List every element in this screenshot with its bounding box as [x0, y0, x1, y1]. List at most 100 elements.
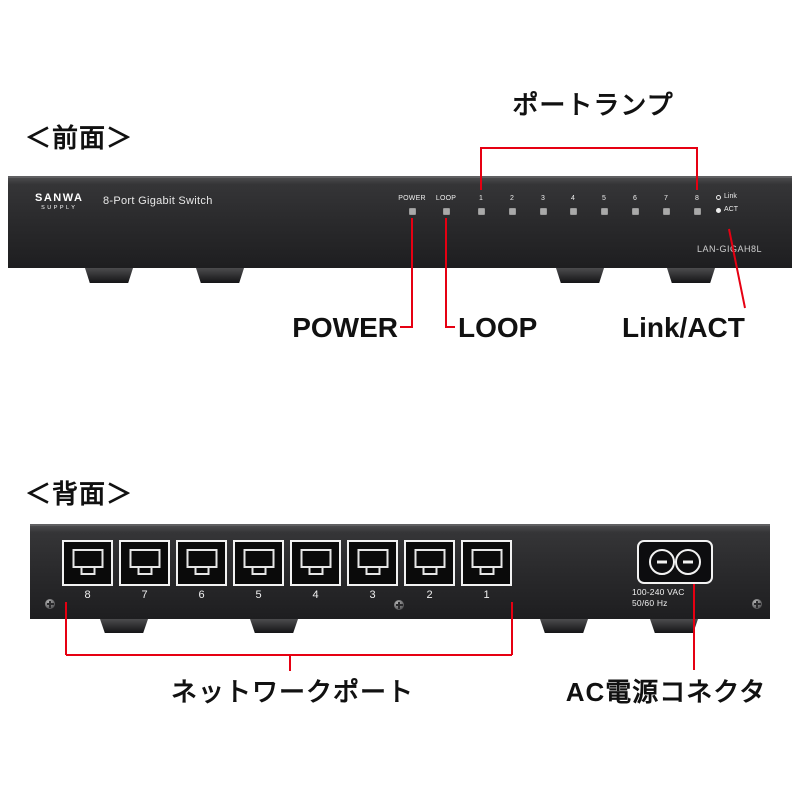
- rj45-notch-shape: [308, 566, 323, 575]
- ac-slot-icon: [657, 560, 667, 564]
- port-number: 1: [483, 589, 490, 601]
- port-led-icon: [631, 208, 639, 215]
- port-led-icon: [693, 208, 701, 215]
- rj45-jack-shape: [414, 549, 445, 568]
- power-led-icon: [408, 208, 416, 215]
- power-callout-label: POWER: [292, 312, 398, 343]
- legend-act-label: ACT: [724, 206, 738, 213]
- led-column-port-7: 7: [646, 194, 686, 215]
- back-section-label: ＜背面＞: [25, 479, 134, 509]
- rj45-port-7: [119, 540, 170, 586]
- product-name: 8-Port Gigabit Switch: [103, 195, 213, 207]
- rj45-port-1: [461, 540, 512, 586]
- port-led-icon: [508, 208, 516, 215]
- rubber-foot: [196, 268, 244, 283]
- rubber-foot: [667, 268, 715, 283]
- legend-act-row: ACT: [716, 206, 738, 214]
- sanwa-logo: SANWA SUPPLY: [35, 193, 83, 212]
- rj45-port-4: [290, 540, 341, 586]
- port-led-label: 8: [694, 195, 700, 202]
- rubber-foot: [556, 268, 604, 283]
- port-led-label: 6: [632, 195, 638, 202]
- rubber-foot: [650, 619, 698, 633]
- rubber-foot: [540, 619, 588, 633]
- rj45-jack-shape: [357, 549, 388, 568]
- rj45-notch-shape: [479, 566, 494, 575]
- led-column-port-8: 8: [677, 194, 717, 215]
- rj45-port-8: [62, 540, 113, 586]
- screw-icon: [752, 599, 762, 609]
- link-act-callout-label: Link/ACT: [622, 312, 745, 343]
- rubber-foot: [250, 619, 298, 633]
- port-led-label: 4: [570, 195, 576, 202]
- rj45-port-2: [404, 540, 455, 586]
- logo-line1: SANWA: [35, 192, 84, 204]
- port-number: 2: [426, 589, 433, 601]
- ac-power-inlet: [637, 540, 713, 584]
- port-led-icon: [662, 208, 670, 215]
- power-led-label: POWER: [398, 195, 426, 202]
- link-circle-icon: [716, 194, 721, 200]
- rj45-jack-shape: [243, 549, 274, 568]
- logo-line2: SUPPLY: [41, 205, 78, 211]
- led-column-port-4: 4: [553, 194, 593, 215]
- port-number: 5: [255, 589, 262, 601]
- act-circle-icon: [716, 207, 721, 213]
- port-led-icon: [600, 208, 608, 215]
- rj45-port-6: [176, 540, 227, 586]
- port-lamp-callout-label: ポートランプ: [512, 90, 674, 120]
- rj45-jack-shape: [471, 549, 502, 568]
- front-panel: SANWA SUPPLY 8-Port Gigabit Switch POWER…: [8, 176, 792, 268]
- legend-link-label: Link: [724, 193, 737, 200]
- port-led-icon: [569, 208, 577, 215]
- ac-hole-icon: [675, 549, 701, 575]
- ac-rating-text: 100-240 VAC 50/60 Hz: [632, 587, 685, 609]
- rj45-port-5: [233, 540, 284, 586]
- rubber-foot: [85, 268, 133, 283]
- rj45-notch-shape: [137, 566, 152, 575]
- rubber-foot: [100, 619, 148, 633]
- link-act-legend: Link ACT: [716, 193, 738, 214]
- port-led-label: 1: [478, 195, 484, 202]
- led-column-loop: LOOP: [426, 194, 466, 215]
- ac-hole-icon: [649, 549, 675, 575]
- rj45-notch-shape: [365, 566, 380, 575]
- port-number: 4: [312, 589, 319, 601]
- network-ports-callout-label: ネットワークポート: [170, 677, 414, 707]
- rj45-port-3: [347, 540, 398, 586]
- rj45-notch-shape: [80, 566, 95, 575]
- screw-icon: [394, 600, 404, 610]
- rj45-notch-shape: [251, 566, 266, 575]
- loop-led-icon: [442, 208, 450, 215]
- rj45-notch-shape: [422, 566, 437, 575]
- rj45-jack-shape: [72, 549, 103, 568]
- ac-rating-line2: 50/60 Hz: [632, 598, 668, 608]
- rj45-notch-shape: [194, 566, 209, 575]
- port-led-icon: [477, 208, 485, 215]
- port-led-icon: [539, 208, 547, 215]
- ac-rating-line1: 100-240 VAC: [632, 587, 685, 597]
- rj45-jack-shape: [186, 549, 217, 568]
- loop-led-label: LOOP: [435, 195, 457, 202]
- rj45-jack-shape: [300, 549, 331, 568]
- port-led-label: 7: [663, 195, 669, 202]
- ac-slot-icon: [683, 560, 693, 564]
- ac-connector-callout-label: AC電源コネクタ: [565, 677, 767, 707]
- rj45-jack-shape: [129, 549, 160, 568]
- legend-link-row: Link: [716, 193, 738, 201]
- front-section-label: ＜前面＞: [25, 123, 134, 153]
- screw-icon: [45, 599, 55, 609]
- back-panel: 8 7 6 5 4 3 2 1 100-240 VAC 50/60 Hz: [30, 524, 770, 619]
- led-column-port-6: 6: [615, 194, 655, 215]
- led-column-port-2: 2: [492, 194, 532, 215]
- loop-callout-label: LOOP: [458, 312, 538, 343]
- port-number: 7: [141, 589, 148, 601]
- led-column-port-1: 1: [461, 194, 501, 215]
- model-number: LAN-GIGAH8L: [696, 244, 762, 254]
- led-column-power: POWER: [392, 194, 432, 215]
- port-led-label: 5: [601, 195, 607, 202]
- led-column-port-3: 3: [523, 194, 563, 215]
- port-number: 6: [198, 589, 205, 601]
- port-led-label: 2: [509, 195, 515, 202]
